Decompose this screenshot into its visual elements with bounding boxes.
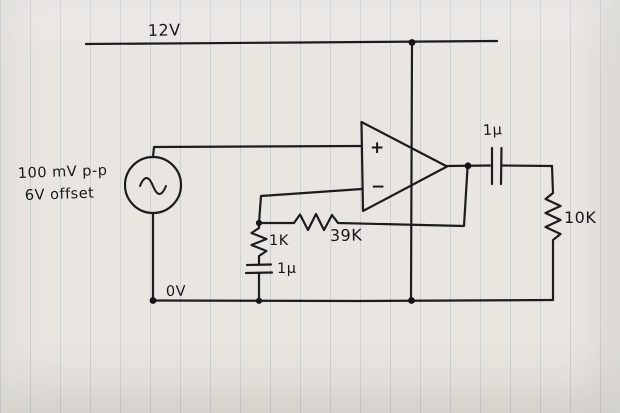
output-capacitor-label: 1µ <box>483 122 503 139</box>
load-resistor-wire-and-zigzag <box>544 164 562 302</box>
power-rail-label: 12V <box>148 20 181 40</box>
feedback-wire-and-zigzag <box>257 166 469 232</box>
input-capacitor: 1µ <box>244 261 296 302</box>
power-rail: 12V <box>84 20 499 46</box>
opamp-triangle <box>360 120 449 213</box>
opamp-supply-wire <box>409 41 414 302</box>
opamp-symbol: + − <box>360 120 449 213</box>
load-resistor-label: 10K <box>564 208 596 227</box>
output-capacitor: 1µ <box>483 122 503 186</box>
input-capacitor-label: 1µ <box>277 261 296 277</box>
load-resistor: 10K <box>544 164 596 302</box>
input-resistor: 1K <box>250 221 289 266</box>
noninverting-input-wire <box>151 144 363 159</box>
power-rail-wire <box>84 39 499 46</box>
ground-rail-label: 0V <box>166 284 186 300</box>
junction-dot <box>408 297 415 304</box>
ground-rail-wire <box>151 298 555 303</box>
feedback-resistor: 39K <box>257 166 469 245</box>
opamp-minus-input-label: − <box>371 177 386 197</box>
sine-wave-icon <box>139 177 167 195</box>
capacitor-right-wire <box>500 164 554 168</box>
junction-dot <box>464 162 472 170</box>
input-resistor-wire-and-zigzag <box>250 221 268 266</box>
junction-dot <box>149 297 157 304</box>
capacitor-plate <box>245 263 273 267</box>
input-resistor-label: 1K <box>269 233 289 249</box>
signal-source: 100 mV p-p 6V offset <box>18 155 183 215</box>
inverting-input-wire <box>257 187 364 225</box>
source-amplitude-label: 100 mV p-p <box>18 163 108 182</box>
source-offset-label: 6V offset <box>25 186 95 204</box>
ground-rail: 0V <box>149 284 555 304</box>
feedback-resistor-label: 39K <box>330 225 363 245</box>
opamp-plus-input-label: + <box>370 138 385 158</box>
